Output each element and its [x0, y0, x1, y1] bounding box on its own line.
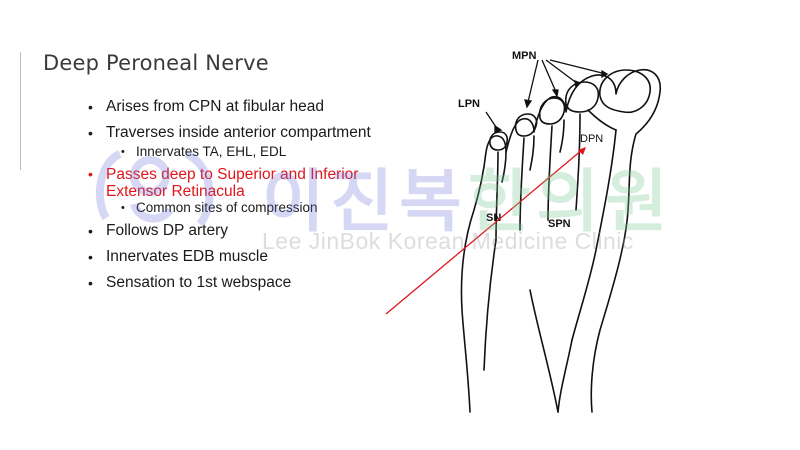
sub-bullet-item: Innervates TA, EHL, EDL [88, 144, 418, 160]
title-accent-line [20, 52, 21, 170]
label-dpn: DPN [580, 133, 604, 145]
foot-nerve-diagram: MPN LPN DPN SN SPN [440, 40, 690, 420]
highlighted-bullet-item: Passes deep to Superior and Inferior Ext… [88, 166, 418, 200]
sub-bullet-item: Common sites of compression [88, 200, 418, 216]
bullet-item: Innervates EDB muscle [88, 248, 418, 266]
bullet-item: Arises from CPN at fibular head [88, 98, 418, 116]
slide-title: Deep Peroneal Nerve [43, 51, 269, 75]
foot-outline-drawing [460, 59, 662, 413]
label-spn: SPN [548, 218, 571, 230]
label-mpn: MPN [512, 50, 537, 62]
bullet-item: Traverses inside anterior compartment [88, 124, 418, 142]
bullet-item: Sensation to 1st webspace [88, 274, 418, 292]
bullet-item: Follows DP artery [88, 222, 418, 240]
label-lpn: LPN [458, 98, 480, 110]
bullet-list: Arises from CPN at fibular head Traverse… [88, 98, 418, 300]
